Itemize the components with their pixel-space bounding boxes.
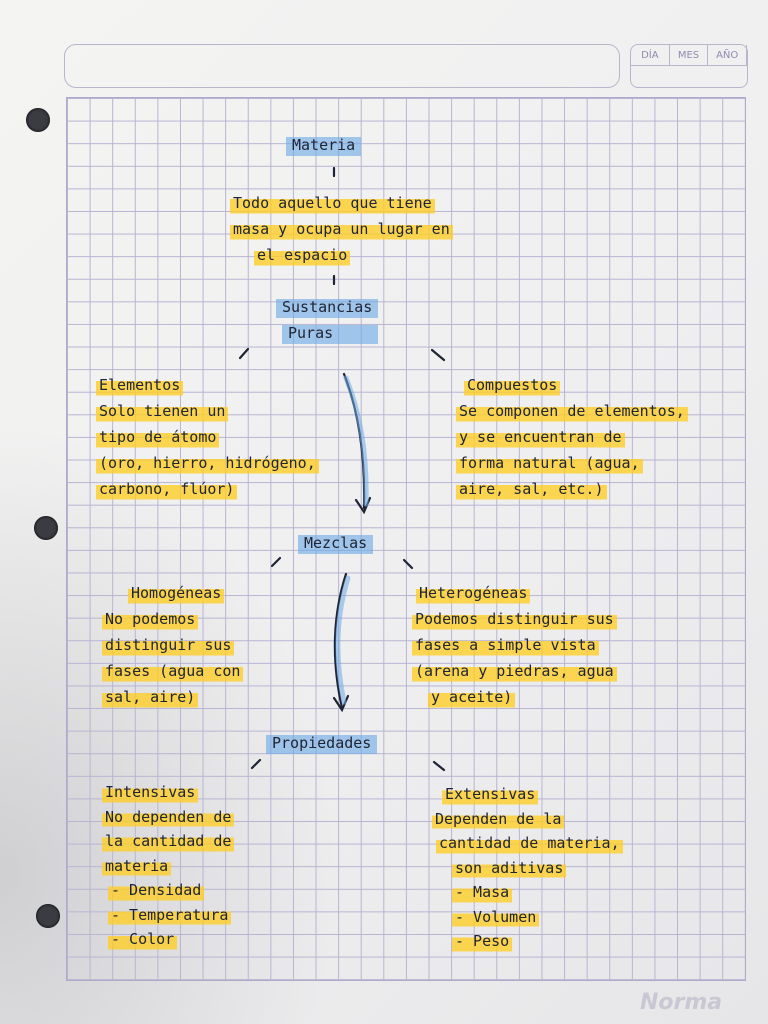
node-title: Heterogéneas xyxy=(416,580,531,606)
brand-logo: Norma xyxy=(640,990,723,1015)
node-title: Compuestos xyxy=(464,372,561,398)
node-propiedades: Propiedades xyxy=(266,730,378,756)
text-line: sal, aire) xyxy=(102,684,199,710)
text-line: Podemos distinguir sus xyxy=(412,606,617,632)
punch-hole xyxy=(34,516,58,540)
text-line: y aceite) xyxy=(428,684,516,710)
node-extensivas: Extensivas Dependen de la cantidad de ma… xyxy=(432,782,623,954)
date-month-label: MES xyxy=(670,45,709,65)
node-heterogeneas: Heterogéneas Podemos distinguir sus fase… xyxy=(412,580,617,710)
node-title: Propiedades xyxy=(266,730,378,756)
text-line: Se componen de elementos, xyxy=(456,398,688,424)
text-line: (oro, hierro, hidrógeno, xyxy=(96,450,319,476)
text-line: Solo tienen un xyxy=(96,398,229,424)
text-line: distinguir sus xyxy=(102,632,235,658)
text-line: No dependen de xyxy=(102,804,235,829)
node-title: Homogéneas xyxy=(128,580,225,606)
text-line: aire, sal, etc.) xyxy=(456,476,607,502)
text-line: forma natural (agua, xyxy=(456,450,643,476)
text-line: fases (agua con xyxy=(102,658,244,684)
text-line: (arena y piedras, agua xyxy=(412,658,617,684)
node-compuestos: Compuestos Se componen de elementos, y s… xyxy=(456,372,688,502)
text-line: - Densidad xyxy=(108,878,205,903)
node-title: Sustancias xyxy=(276,294,379,320)
text-line: fases a simple vista xyxy=(412,632,599,658)
text-line: No podemos xyxy=(102,606,199,632)
node-intensivas: Intensivas No dependen de la cantidad de… xyxy=(102,780,235,952)
text-line: - Peso xyxy=(452,929,513,954)
date-year-label: AÑO xyxy=(708,45,748,65)
node-title: Intensivas xyxy=(102,780,199,805)
punch-hole xyxy=(26,108,50,132)
text-line: - Masa xyxy=(452,880,513,905)
text-line: el espacio xyxy=(254,242,351,268)
node-homogeneas: Homogéneas No podemos distinguir sus fas… xyxy=(102,580,244,710)
node-elementos: Elementos Solo tienen un tipo de átomo (… xyxy=(96,372,319,502)
text-line: tipo de átomo xyxy=(96,424,220,450)
node-mezclas: Mezclas xyxy=(298,530,374,556)
text-line: Todo aquello que tiene xyxy=(230,190,435,216)
date-box: DÍA MES AÑO xyxy=(630,44,748,88)
text-line: - Temperatura xyxy=(108,902,232,927)
node-title: Puras xyxy=(282,320,379,346)
text-line: cantidad de materia, xyxy=(436,831,623,856)
text-line: materia xyxy=(102,853,172,878)
title-field xyxy=(64,44,620,88)
node-materia-definition: Todo aquello que tiene masa y ocupa un l… xyxy=(230,190,453,268)
punch-hole xyxy=(36,904,60,928)
node-sustancias-puras: Sustancias Puras xyxy=(276,294,379,346)
text-line: Dependen de la xyxy=(432,806,565,831)
text-line: carbono, flúor) xyxy=(96,476,238,502)
text-line: y se encuentran de xyxy=(456,424,625,450)
date-day-label: DÍA xyxy=(631,45,670,65)
text-line: son aditivas xyxy=(452,855,567,880)
node-title: Elementos xyxy=(96,372,184,398)
node-materia: Materia xyxy=(286,132,362,158)
node-title: Extensivas xyxy=(442,782,539,807)
text-line: - Volumen xyxy=(452,904,540,929)
node-title: Materia xyxy=(286,132,362,158)
node-title: Mezclas xyxy=(298,530,374,556)
text-line: masa y ocupa un lugar en xyxy=(230,216,453,242)
text-line: la cantidad de xyxy=(102,829,235,854)
text-line: - Color xyxy=(108,927,178,952)
